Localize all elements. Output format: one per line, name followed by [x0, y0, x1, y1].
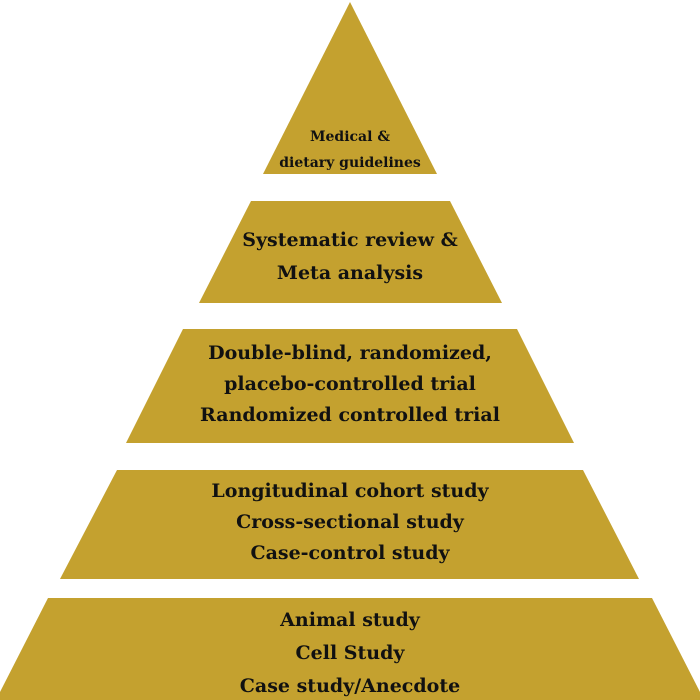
tier-2-line-2: Meta analysis: [276, 262, 424, 284]
tier-5-line-1: Animal study: [280, 609, 420, 631]
tier-5-label: Animal study Cell Study Case study/Anecd…: [0, 604, 700, 700]
tier-5-line-2: Cell Study: [295, 642, 405, 664]
tier-1-label: Medical & dietary guidelines: [0, 124, 700, 176]
pyramid-tier-2: [199, 201, 502, 303]
tier-3-label: Double-blind, randomized, placebo-contro…: [0, 338, 700, 431]
tier-3-line-2: placebo-controlled trial: [224, 373, 476, 395]
pyramid-tier-1: [263, 2, 437, 174]
tier-1-line-1: Medical &: [310, 129, 390, 145]
tier-4-line-1: Longitudinal cohort study: [211, 480, 489, 502]
pyramid-tier-3: [126, 329, 574, 443]
pyramid-tier-5: [0, 598, 700, 700]
tier-1-line-2: dietary guidelines: [279, 155, 421, 171]
tier-5-line-3: Case study/Anecdote: [239, 675, 461, 697]
tier-2-label: Systematic review & Meta analysis: [0, 224, 700, 290]
tier-4-line-2: Cross-sectional study: [236, 511, 464, 533]
tier-3-line-3: Randomized controlled trial: [200, 404, 500, 426]
tier-3-line-1: Double-blind, randomized,: [208, 342, 492, 364]
tier-4-label: Longitudinal cohort study Cross-sectiona…: [0, 476, 700, 569]
tier-2-line-1: Systematic review &: [242, 229, 458, 251]
pyramid-tier-4: [60, 470, 639, 579]
tier-4-line-3: Case-control study: [250, 542, 450, 564]
